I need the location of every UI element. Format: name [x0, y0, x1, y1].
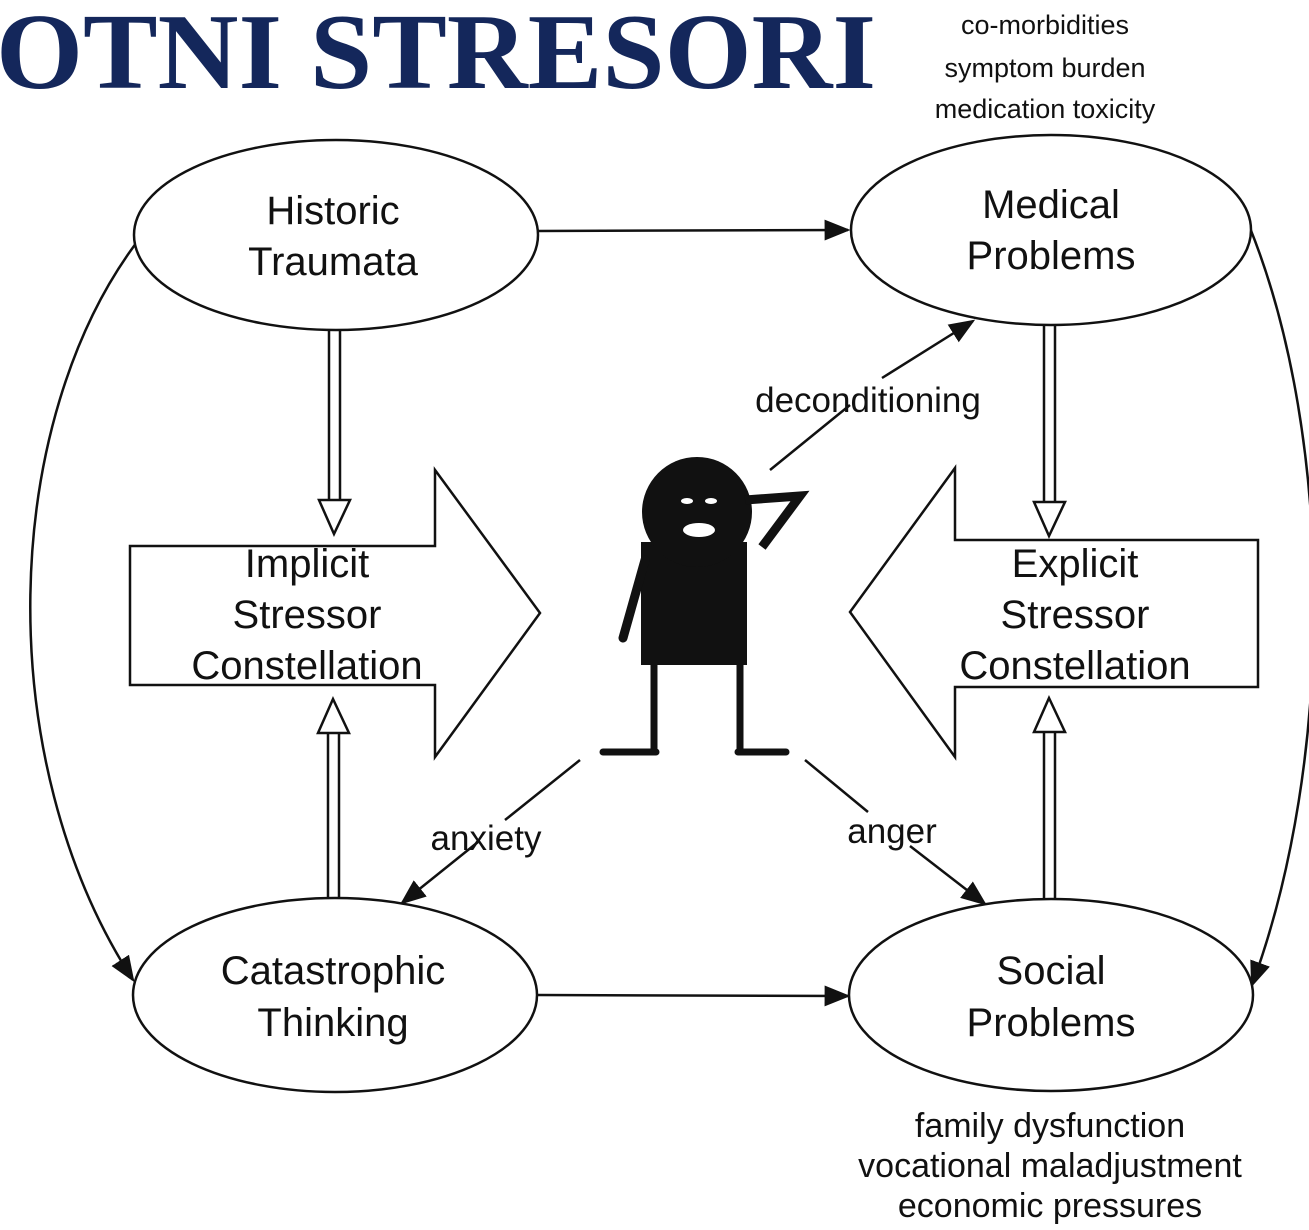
node-label: Catastrophic — [221, 949, 446, 993]
edge-label-deconditioning: deconditioning — [755, 381, 981, 420]
node-catastrophic-thinking — [131, 896, 539, 1094]
page-title: OTNI STRESORI — [0, 0, 876, 112]
edge-historic-to-catastrophic — [29, 237, 141, 983]
edge-medical-to-explicit — [1032, 325, 1067, 540]
edge-person-to-medical-line-a — [769, 404, 851, 471]
node-medical-problems — [849, 133, 1253, 327]
node-label: Problems — [967, 234, 1136, 278]
implicit-label: Implicit — [245, 542, 369, 586]
node-social-problems — [847, 897, 1255, 1093]
edge-person-to-social-line-b — [909, 845, 988, 906]
edge-catastrophic-to-social — [536, 985, 851, 1007]
edge-person-to-catastrophic-line-a — [504, 759, 581, 821]
explicit-label: Stressor — [1001, 593, 1150, 637]
edge-medical-to-social — [1248, 227, 1309, 988]
medical-note: medication toxicity — [935, 94, 1156, 124]
edge-label-anxiety: anxiety — [431, 819, 542, 858]
social-note: economic pressures — [898, 1187, 1202, 1225]
edge-historic-to-implicit — [317, 328, 352, 538]
edge-historic-to-medical — [536, 219, 851, 241]
node-label: Social — [997, 949, 1106, 993]
implicit-label: Stressor — [233, 593, 382, 637]
medical-note: symptom burden — [944, 53, 1145, 83]
explicit-label: Constellation — [959, 644, 1190, 688]
node-label: Historic — [266, 189, 399, 233]
social-note: vocational maladjustment — [858, 1147, 1242, 1185]
medical-note: co-morbidities — [961, 10, 1129, 40]
edge-catastrophic-to-implicit — [316, 695, 351, 905]
edge-person-to-catastrophic-line-b — [399, 841, 479, 905]
node-label: Problems — [967, 1001, 1136, 1045]
implicit-label: Constellation — [191, 644, 422, 688]
explicit-label: Explicit — [1012, 542, 1139, 586]
explicit-stressor-arrow — [848, 464, 1260, 761]
node-historic-traumata — [132, 138, 540, 332]
node-label: Traumata — [248, 240, 418, 284]
node-label: Medical — [982, 183, 1120, 227]
edge-label-anger: anger — [847, 812, 937, 851]
implicit-stressor-arrow — [128, 466, 542, 761]
node-label: Thinking — [257, 1001, 408, 1045]
social-notes: family dysfunction vocational maladjustm… — [858, 1107, 1242, 1225]
edge-person-to-social-line-a — [804, 759, 869, 813]
edge-social-to-explicit — [1032, 694, 1067, 902]
stick-figure-icon — [599, 457, 810, 756]
edge-person-to-medical-line-b — [881, 319, 976, 380]
social-note: family dysfunction — [915, 1107, 1185, 1145]
medical-notes: co-morbidities symptom burden medication… — [935, 10, 1156, 124]
